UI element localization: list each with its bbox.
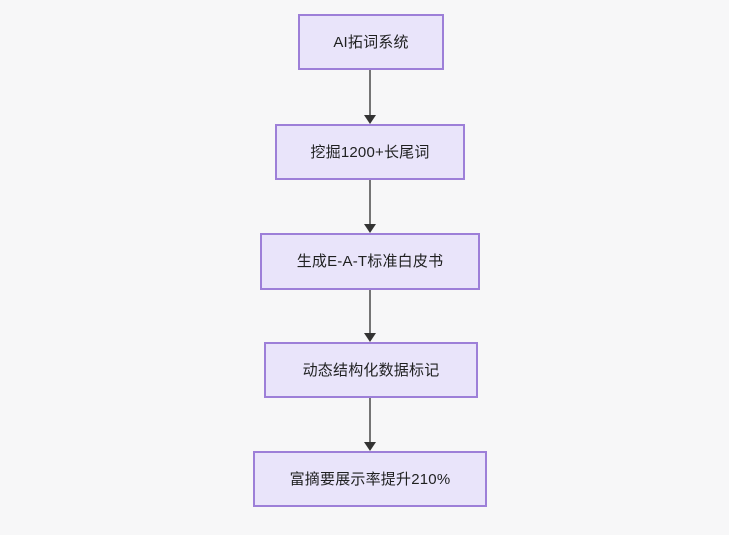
flow-node-ai-keyword-system[interactable]: AI拓词系统 <box>298 14 444 70</box>
flow-node-label: 动态结构化数据标记 <box>302 361 440 379</box>
flow-node-rich-snippet-rate-increase[interactable]: 富摘要展示率提升210% <box>253 451 487 507</box>
flow-node-mine-longtail-keywords[interactable]: 挖掘1200+长尾词 <box>275 124 465 180</box>
flow-node-generate-eat-whitepaper[interactable]: 生成E-A-T标准白皮书 <box>260 233 480 290</box>
flow-edge-line <box>369 180 371 224</box>
flow-edge-arrowhead-icon <box>364 442 376 451</box>
flow-edge-arrowhead-icon <box>364 115 376 124</box>
flow-node-label: 挖掘1200+长尾词 <box>310 143 430 161</box>
flow-node-label: AI拓词系统 <box>333 33 409 51</box>
flow-edge-line <box>369 290 371 333</box>
flow-edge-arrowhead-icon <box>364 224 376 233</box>
flow-edge-arrowhead-icon <box>364 333 376 342</box>
flow-edge-line <box>369 70 371 115</box>
flow-node-label: 生成E-A-T标准白皮书 <box>296 253 444 270</box>
flow-node-dynamic-structured-data-markup[interactable]: 动态结构化数据标记 <box>264 342 478 398</box>
flow-node-label: 富摘要展示率提升210% <box>289 470 451 488</box>
flow-edge-line <box>369 398 371 442</box>
